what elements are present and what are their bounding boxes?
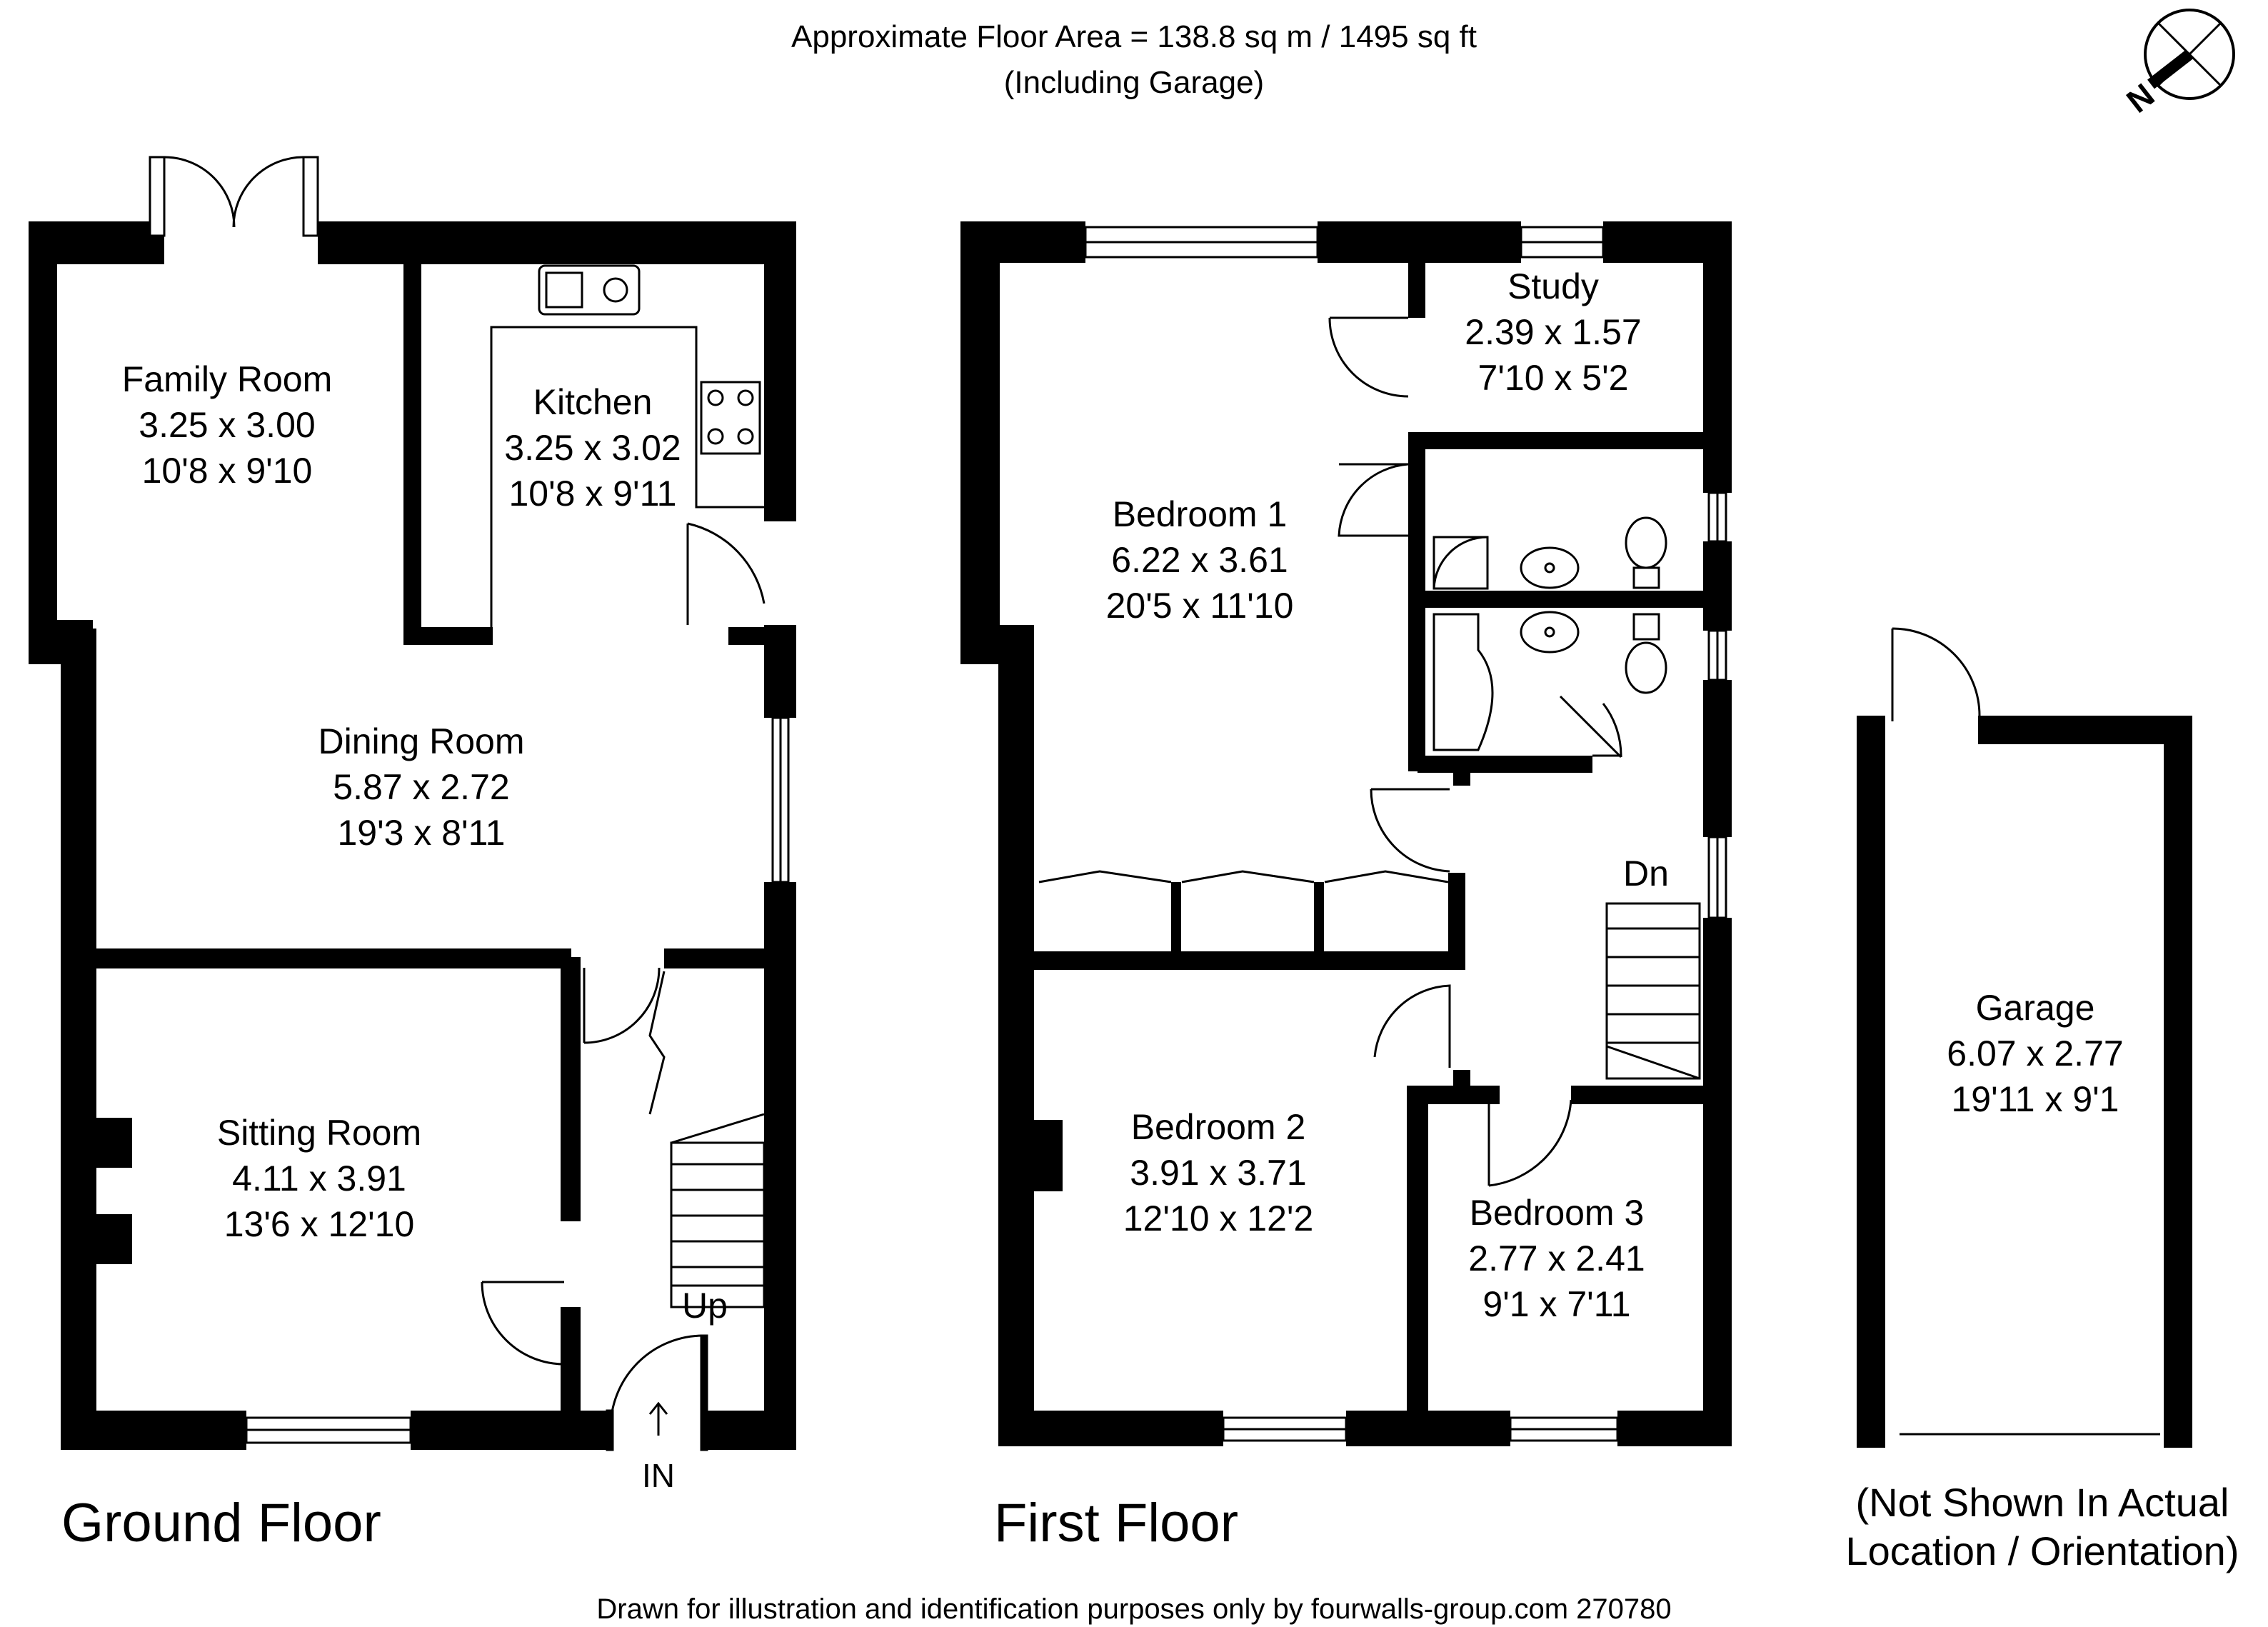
wall bbox=[1448, 873, 1465, 970]
wall bbox=[728, 627, 771, 645]
study-metric-dimensions: 2.39 x 1.57 bbox=[1465, 312, 1641, 352]
wall bbox=[1408, 261, 1425, 318]
floor-area-heading: Approximate Floor Area = 138.8 sq m / 14… bbox=[791, 19, 1477, 54]
wall bbox=[1034, 951, 1462, 970]
kitchen-label: Kitchen bbox=[533, 382, 653, 422]
wall bbox=[764, 221, 796, 521]
dining-room-label: Dining Room bbox=[318, 721, 524, 761]
wall bbox=[960, 221, 1000, 664]
wall bbox=[1703, 541, 1732, 631]
wall bbox=[664, 948, 768, 968]
garage-inclusion-note: (Including Garage) bbox=[1003, 65, 1265, 100]
wall bbox=[561, 957, 581, 1221]
wall bbox=[1857, 716, 1885, 1448]
ground-floor-plan bbox=[29, 221, 796, 1450]
wall bbox=[403, 627, 493, 645]
wall bbox=[1418, 432, 1703, 449]
bedroom-2-metric-dimensions: 3.91 x 3.71 bbox=[1130, 1153, 1306, 1193]
wall bbox=[29, 221, 57, 664]
dining-room-imperial-dimensions: 19'3 x 8'11 bbox=[337, 813, 505, 853]
garage-label: Garage bbox=[1976, 988, 2095, 1028]
sitting-room-metric-dimensions: 4.11 x 3.91 bbox=[232, 1158, 406, 1198]
stairs-down-label: Dn bbox=[1623, 853, 1669, 893]
wall bbox=[1314, 882, 1324, 953]
wall bbox=[998, 625, 1034, 1446]
garage-plan bbox=[1857, 716, 2192, 1448]
wall bbox=[1617, 1411, 1732, 1446]
sitting-room-label: Sitting Room bbox=[217, 1113, 421, 1153]
bedroom-1-label: Bedroom 1 bbox=[1113, 494, 1288, 534]
family-room-metric-dimensions: 3.25 x 3.00 bbox=[139, 405, 315, 445]
wall bbox=[1453, 773, 1470, 786]
wall bbox=[318, 221, 796, 264]
bedroom-2-label: Bedroom 2 bbox=[1131, 1107, 1306, 1147]
first-floor-plan bbox=[960, 221, 1732, 1446]
wall bbox=[764, 882, 796, 1450]
wall bbox=[93, 948, 571, 968]
wall bbox=[1703, 918, 1732, 1446]
bedroom-3-imperial-dimensions: 9'1 x 7'11 bbox=[1482, 1284, 1630, 1324]
family-room-imperial-dimensions: 10'8 x 9'10 bbox=[142, 451, 313, 491]
wall bbox=[1418, 591, 1703, 608]
stairs-up-label: Up bbox=[682, 1286, 728, 1326]
wall bbox=[1703, 680, 1732, 837]
wall bbox=[1318, 221, 1521, 263]
north-arrow-icon: N bbox=[2119, 9, 2235, 120]
garage-imperial-dimensions: 19'11 x 9'1 bbox=[1951, 1079, 2119, 1119]
wall bbox=[1571, 1086, 1703, 1104]
garage-details bbox=[1891, 627, 2160, 1436]
garage-orientation-note: (Not Shown In Actual Location / Orientat… bbox=[1828, 1478, 2257, 1576]
family-room-label: Family Room bbox=[122, 359, 332, 399]
wall bbox=[61, 629, 96, 1450]
sitting-room-imperial-dimensions: 13'6 x 12'10 bbox=[224, 1204, 415, 1244]
ground-floor-details bbox=[149, 156, 790, 1451]
room-labels: Family Room 3.25 x 3.00 10'8 x 9'10 Kitchen… bbox=[122, 266, 2124, 1324]
bedroom-2-imperial-dimensions: 12'10 x 12'2 bbox=[1123, 1198, 1314, 1238]
wall bbox=[1346, 1411, 1510, 1446]
wall bbox=[411, 1411, 607, 1450]
wall bbox=[2164, 716, 2192, 1448]
first-floor-caption: First Floor bbox=[994, 1493, 1238, 1553]
kitchen-metric-dimensions: 3.25 x 3.02 bbox=[504, 428, 681, 468]
wall bbox=[403, 254, 421, 643]
bedroom-3-metric-dimensions: 2.77 x 2.41 bbox=[1468, 1238, 1645, 1278]
bedroom-1-metric-dimensions: 6.22 x 3.61 bbox=[1111, 540, 1288, 580]
wall bbox=[1703, 221, 1732, 493]
ground-floor-caption: Ground Floor bbox=[61, 1493, 381, 1553]
garage-metric-dimensions: 6.07 x 2.77 bbox=[1947, 1033, 2123, 1073]
wall bbox=[998, 1411, 1223, 1446]
wall bbox=[61, 1411, 246, 1450]
garage-note-line-1: (Not Shown In Actual bbox=[1855, 1480, 2229, 1525]
wall bbox=[1453, 1070, 1470, 1096]
wall bbox=[1171, 882, 1181, 953]
kitchen-imperial-dimensions: 10'8 x 9'11 bbox=[508, 474, 676, 514]
bedroom-3-label: Bedroom 3 bbox=[1470, 1193, 1645, 1233]
wall bbox=[1978, 716, 2192, 744]
wall bbox=[1407, 1086, 1428, 1414]
bedroom-1-imperial-dimensions: 20'5 x 11'10 bbox=[1106, 586, 1294, 626]
disclaimer-footer: Drawn for illustration and identificatio… bbox=[596, 1593, 1672, 1625]
garage-note-line-2: Location / Orientation) bbox=[1845, 1528, 2239, 1573]
wall bbox=[1418, 756, 1592, 773]
study-label: Study bbox=[1507, 266, 1599, 306]
wall bbox=[561, 1307, 581, 1414]
first-floor-details bbox=[1038, 226, 1727, 1442]
dining-room-metric-dimensions: 5.87 x 2.72 bbox=[333, 767, 509, 807]
wall bbox=[707, 1411, 796, 1450]
entrance-label: IN bbox=[642, 1457, 675, 1494]
study-imperial-dimensions: 7'10 x 5'2 bbox=[1478, 358, 1629, 398]
